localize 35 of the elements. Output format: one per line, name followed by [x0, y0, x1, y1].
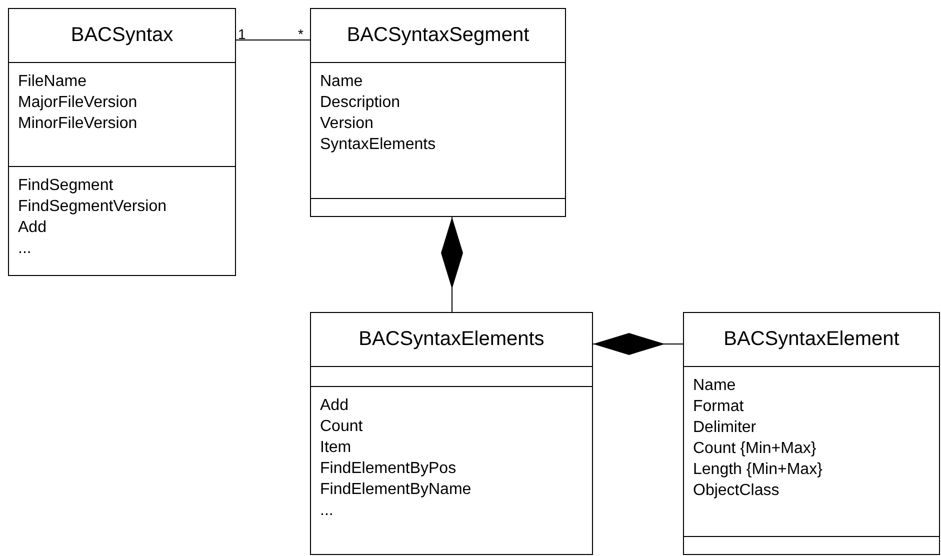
- member-name: Count: [320, 417, 363, 437]
- member-name: FindSegmentVersion: [18, 197, 167, 217]
- member-name: FileName: [18, 72, 86, 92]
- composition-line: [592, 333, 684, 355]
- member-name: Delimiter: [693, 418, 756, 438]
- member-name: Item: [320, 438, 352, 458]
- member-name: Add: [18, 218, 46, 238]
- member-name: FindSegment: [18, 176, 114, 196]
- member-name: SyntaxElements: [320, 135, 436, 155]
- class-name: BACSyntaxElement: [724, 328, 900, 351]
- member-name: Name: [693, 376, 736, 396]
- multiplicity-label: *: [298, 26, 304, 42]
- multiplicity-label: 1: [238, 26, 246, 42]
- member-name: FindElementByPos: [320, 459, 456, 479]
- member-name: Format: [693, 397, 744, 417]
- class-name: BACSyntaxElements: [358, 328, 544, 351]
- member-name: Name: [320, 72, 363, 92]
- member-name: ...: [320, 501, 334, 521]
- member-name: Add: [320, 396, 348, 416]
- class-box: [310, 8, 566, 217]
- member-name: Version: [320, 114, 374, 134]
- member-name: Length {Min+Max}: [693, 460, 822, 480]
- member-name: Count {Min+Max}: [693, 439, 816, 459]
- member-name: ...: [18, 239, 32, 259]
- class-box: [8, 8, 236, 276]
- member-name: ObjectClass: [693, 481, 780, 501]
- composition-line: [441, 216, 463, 312]
- member-name: FindElementByName: [320, 480, 472, 500]
- member-name: MajorFileVersion: [18, 93, 138, 113]
- class-box: [310, 312, 593, 555]
- class-name: BACSyntaxSegment: [346, 24, 530, 47]
- class-box: [683, 312, 940, 555]
- member-name: Description: [320, 93, 400, 113]
- member-name: MinorFileVersion: [18, 114, 138, 134]
- class-name: BACSyntax: [70, 24, 174, 47]
